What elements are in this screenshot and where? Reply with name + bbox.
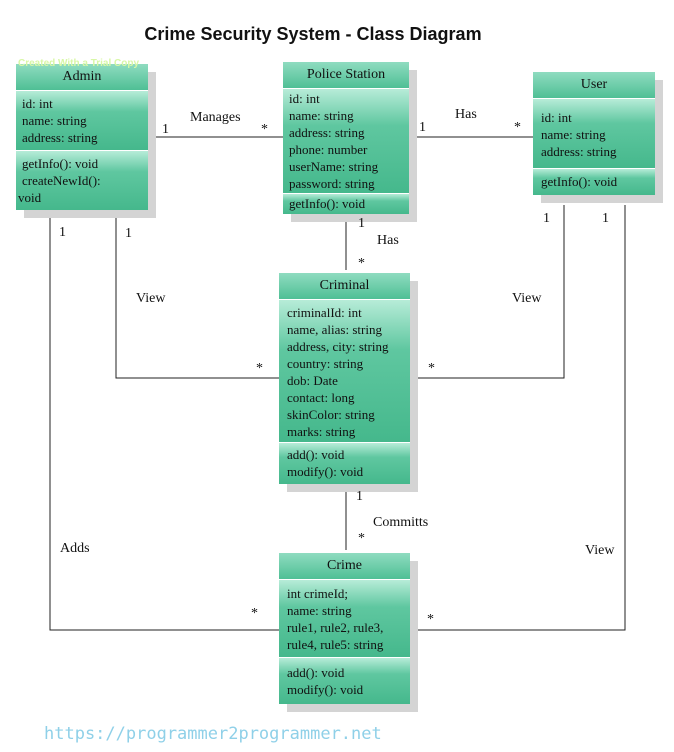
attribute: phone: number bbox=[289, 142, 368, 157]
method: void bbox=[18, 190, 42, 205]
method: createNewId(): bbox=[22, 173, 101, 188]
attribute: criminalId: int bbox=[287, 305, 362, 320]
user-view-criminal-from-mult: 1 bbox=[543, 211, 550, 226]
attribute: rule4, rule5: string bbox=[287, 637, 384, 652]
has-user-label: Has bbox=[455, 107, 477, 122]
has-user-to-mult: * bbox=[514, 120, 521, 135]
attribute: id: int bbox=[541, 110, 572, 125]
attribute: address, city: string bbox=[287, 339, 389, 354]
adds-label: Adds bbox=[60, 541, 90, 556]
class-admin-name: Admin bbox=[16, 64, 148, 91]
user-view-criminal-line bbox=[410, 205, 565, 379]
attribute: dob: Date bbox=[287, 373, 338, 388]
class-user: User id: int name: string address: strin… bbox=[533, 72, 655, 195]
footer-url: https://programmer2programmer.net bbox=[44, 724, 382, 744]
adds-from-mult: 1 bbox=[59, 225, 66, 240]
adds-to-mult: * bbox=[251, 606, 258, 621]
attribute: name: string bbox=[22, 113, 87, 128]
class-criminal-name: Criminal bbox=[279, 273, 410, 300]
attribute: name: string bbox=[541, 127, 606, 142]
attribute: address: string bbox=[289, 125, 365, 140]
manages-to-mult: * bbox=[261, 122, 268, 137]
attribute: address: string bbox=[541, 144, 617, 159]
class-criminal: Criminal criminalId: int name, alias: st… bbox=[279, 273, 410, 484]
class-criminal-methods: add(): void modify(): void bbox=[279, 443, 410, 484]
class-police-station: Police Station id: int name: string addr… bbox=[283, 62, 409, 214]
class-admin-methods: getInfo(): void createNewId(): void bbox=[16, 151, 148, 210]
attribute: name, alias: string bbox=[287, 322, 382, 337]
class-user-name: User bbox=[533, 72, 655, 99]
attribute: country: string bbox=[287, 356, 364, 371]
user-view-crime-from-mult: 1 bbox=[602, 211, 609, 226]
attribute: name: string bbox=[289, 108, 354, 123]
method: getInfo(): void bbox=[22, 156, 99, 171]
admin-view-to-mult: * bbox=[256, 361, 263, 376]
class-criminal-attributes: criminalId: int name, alias: string addr… bbox=[279, 300, 410, 443]
commits-from-mult: 1 bbox=[356, 489, 363, 504]
method: add(): void bbox=[287, 447, 345, 462]
admin-view-label: View bbox=[136, 291, 166, 306]
class-crime-name: Crime bbox=[279, 553, 410, 580]
class-police-station-attributes: id: int name: string address: string pho… bbox=[283, 89, 409, 194]
method: modify(): void bbox=[287, 682, 364, 697]
adds-line bbox=[49, 214, 279, 631]
class-police-station-name: Police Station bbox=[283, 62, 409, 89]
class-user-attributes: id: int name: string address: string bbox=[533, 99, 655, 169]
has-criminal-from-mult: 1 bbox=[358, 216, 365, 231]
class-admin: Admin id: int name: string address: stri… bbox=[16, 64, 148, 210]
attribute: name: string bbox=[287, 603, 352, 618]
method: getInfo(): void bbox=[541, 174, 618, 189]
user-view-crime-to-mult: * bbox=[427, 612, 434, 627]
class-admin-attributes: id: int name: string address: string bbox=[16, 91, 148, 151]
attribute: skinColor: string bbox=[287, 407, 375, 422]
commits-to-mult: * bbox=[358, 531, 365, 546]
has-criminal-to-mult: * bbox=[358, 256, 365, 271]
has-user-from-mult: 1 bbox=[419, 120, 426, 135]
user-view-criminal-to-mult: * bbox=[428, 361, 435, 376]
manages-label: Manages bbox=[190, 110, 241, 125]
method: add(): void bbox=[287, 665, 345, 680]
attribute: contact: long bbox=[287, 390, 355, 405]
attribute: id: int bbox=[289, 91, 320, 106]
class-crime-methods: add(): void modify(): void bbox=[279, 658, 410, 704]
method: getInfo(): void bbox=[289, 196, 366, 211]
attribute: marks: string bbox=[287, 424, 356, 439]
attribute: address: string bbox=[22, 130, 98, 145]
user-view-crime-line bbox=[410, 205, 626, 631]
class-crime-attributes: int crimeId; name: string rule1, rule2, … bbox=[279, 580, 410, 658]
has-criminal-label: Has bbox=[377, 233, 399, 248]
attribute: password: string bbox=[289, 176, 375, 191]
manages-from-mult: 1 bbox=[162, 122, 169, 137]
attribute: int crimeId; bbox=[287, 586, 349, 601]
commits-label: Committs bbox=[373, 515, 429, 530]
admin-view-line bbox=[115, 214, 279, 379]
attribute: rule1, rule2, rule3, bbox=[287, 620, 384, 635]
admin-view-from-mult: 1 bbox=[125, 226, 132, 241]
attribute: userName: string bbox=[289, 159, 379, 174]
class-crime: Crime int crimeId; name: string rule1, r… bbox=[279, 553, 410, 704]
user-view-crime-label: View bbox=[585, 543, 615, 558]
diagram-title: Crime Security System - Class Diagram bbox=[144, 24, 482, 44]
user-view-criminal-label: View bbox=[512, 291, 542, 306]
method: modify(): void bbox=[287, 464, 364, 479]
class-police-station-methods: getInfo(): void bbox=[283, 194, 409, 214]
trial-watermark: Created With a Trial Copy bbox=[18, 58, 140, 69]
class-user-methods: getInfo(): void bbox=[533, 169, 655, 195]
attribute: id: int bbox=[22, 96, 53, 111]
